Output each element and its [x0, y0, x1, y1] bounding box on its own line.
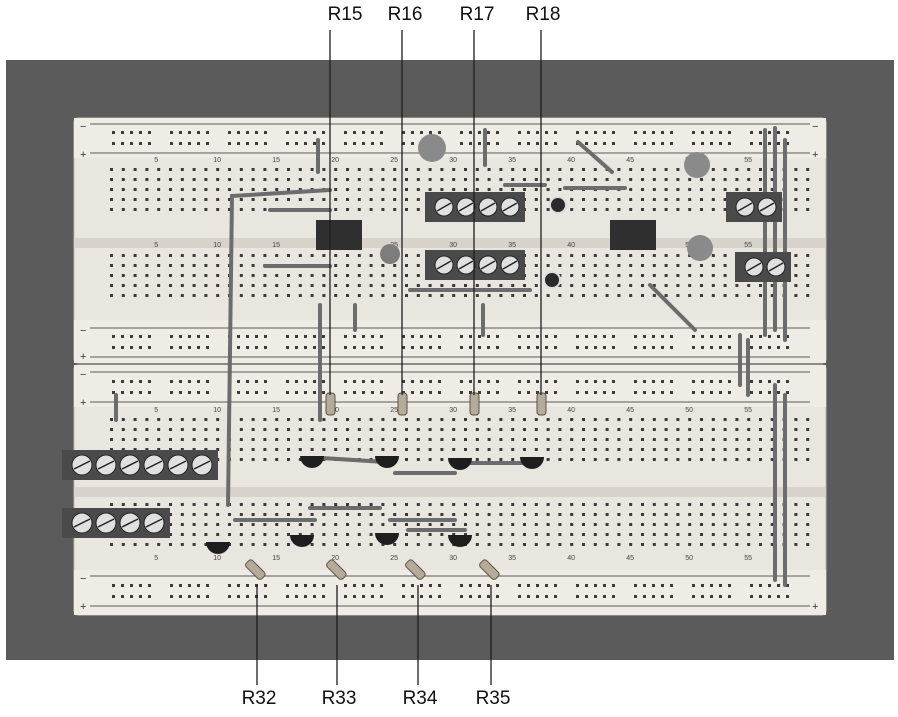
rail-plus-symbol: +: [80, 601, 86, 613]
column-number: 5: [154, 407, 158, 414]
column-number: 40: [567, 407, 575, 414]
label-r16: R16: [387, 4, 423, 25]
column-number: 35: [508, 407, 516, 414]
column-number: 5: [154, 157, 158, 164]
column-number: 45: [626, 407, 634, 414]
terminal-block: [735, 252, 791, 282]
label-leader-lines: [256, 30, 542, 685]
ic-chips: [316, 220, 656, 250]
rail-plus-symbol: +: [80, 397, 86, 409]
jumper-wires: [114, 126, 787, 587]
terminal-block: [62, 508, 170, 538]
column-number: 40: [567, 242, 575, 249]
column-number: 15: [272, 242, 280, 249]
rail-plus-symbol: +: [80, 351, 86, 363]
transistors: [206, 456, 544, 554]
column-number: 55: [744, 555, 752, 562]
label-r33: R33: [321, 688, 357, 709]
column-number: 15: [272, 407, 280, 414]
rail-plus-symbol: +: [812, 601, 818, 613]
column-number: 35: [508, 242, 516, 249]
column-number: 50: [685, 407, 693, 414]
terminal-blocks: [62, 192, 791, 538]
column-number: 35: [508, 555, 516, 562]
column-number: 10: [213, 242, 221, 249]
column-number: 10: [213, 555, 221, 562]
rail-symbols: − + − + − + − + − + +: [80, 121, 818, 613]
column-number: 30: [449, 555, 457, 562]
column-number: 30: [449, 242, 457, 249]
column-number: 45: [626, 555, 634, 562]
rail-minus-symbol: −: [80, 573, 86, 585]
column-number: 10: [213, 407, 221, 414]
column-number: 25: [390, 157, 398, 164]
rail-minus-symbol: −: [80, 121, 86, 133]
rail-minus-symbol: −: [80, 369, 86, 381]
terminal-block: [425, 192, 525, 222]
label-r18: R18: [525, 4, 561, 25]
terminal-block: [425, 250, 525, 280]
terminal-block: [726, 192, 782, 222]
label-r35: R35: [475, 688, 511, 709]
label-r34: R34: [402, 688, 438, 709]
column-number: 55: [744, 242, 752, 249]
rail-plus-symbol: +: [812, 149, 818, 161]
rail-minus-symbol: −: [80, 325, 86, 337]
column-number: 55: [744, 407, 752, 414]
label-r17: R17: [459, 4, 495, 25]
column-number: 40: [567, 555, 575, 562]
column-number: 15: [272, 157, 280, 164]
column-number: 15: [272, 555, 280, 562]
column-number: 5: [154, 242, 158, 249]
column-number: 25: [390, 407, 398, 414]
terminal-block: [62, 450, 218, 480]
label-r32: R32: [241, 688, 277, 709]
column-number: 25: [390, 555, 398, 562]
column-number: 50: [685, 555, 693, 562]
column-number: 20: [331, 157, 339, 164]
column-number: 55: [744, 157, 752, 164]
upper-breadboard: [73, 117, 827, 364]
capacitors: [380, 134, 713, 289]
label-r15: R15: [327, 4, 363, 25]
column-number: 45: [626, 157, 634, 164]
lower-breadboard: [73, 364, 827, 616]
column-number: 35: [508, 157, 516, 164]
column-number: 10: [213, 157, 221, 164]
column-number: 5: [154, 555, 158, 562]
column-number: 40: [567, 157, 575, 164]
column-number: 20: [331, 555, 339, 562]
column-number: 30: [449, 157, 457, 164]
column-number: 30: [449, 407, 457, 414]
rail-minus-symbol: −: [812, 121, 818, 133]
rail-plus-symbol: +: [80, 149, 86, 161]
